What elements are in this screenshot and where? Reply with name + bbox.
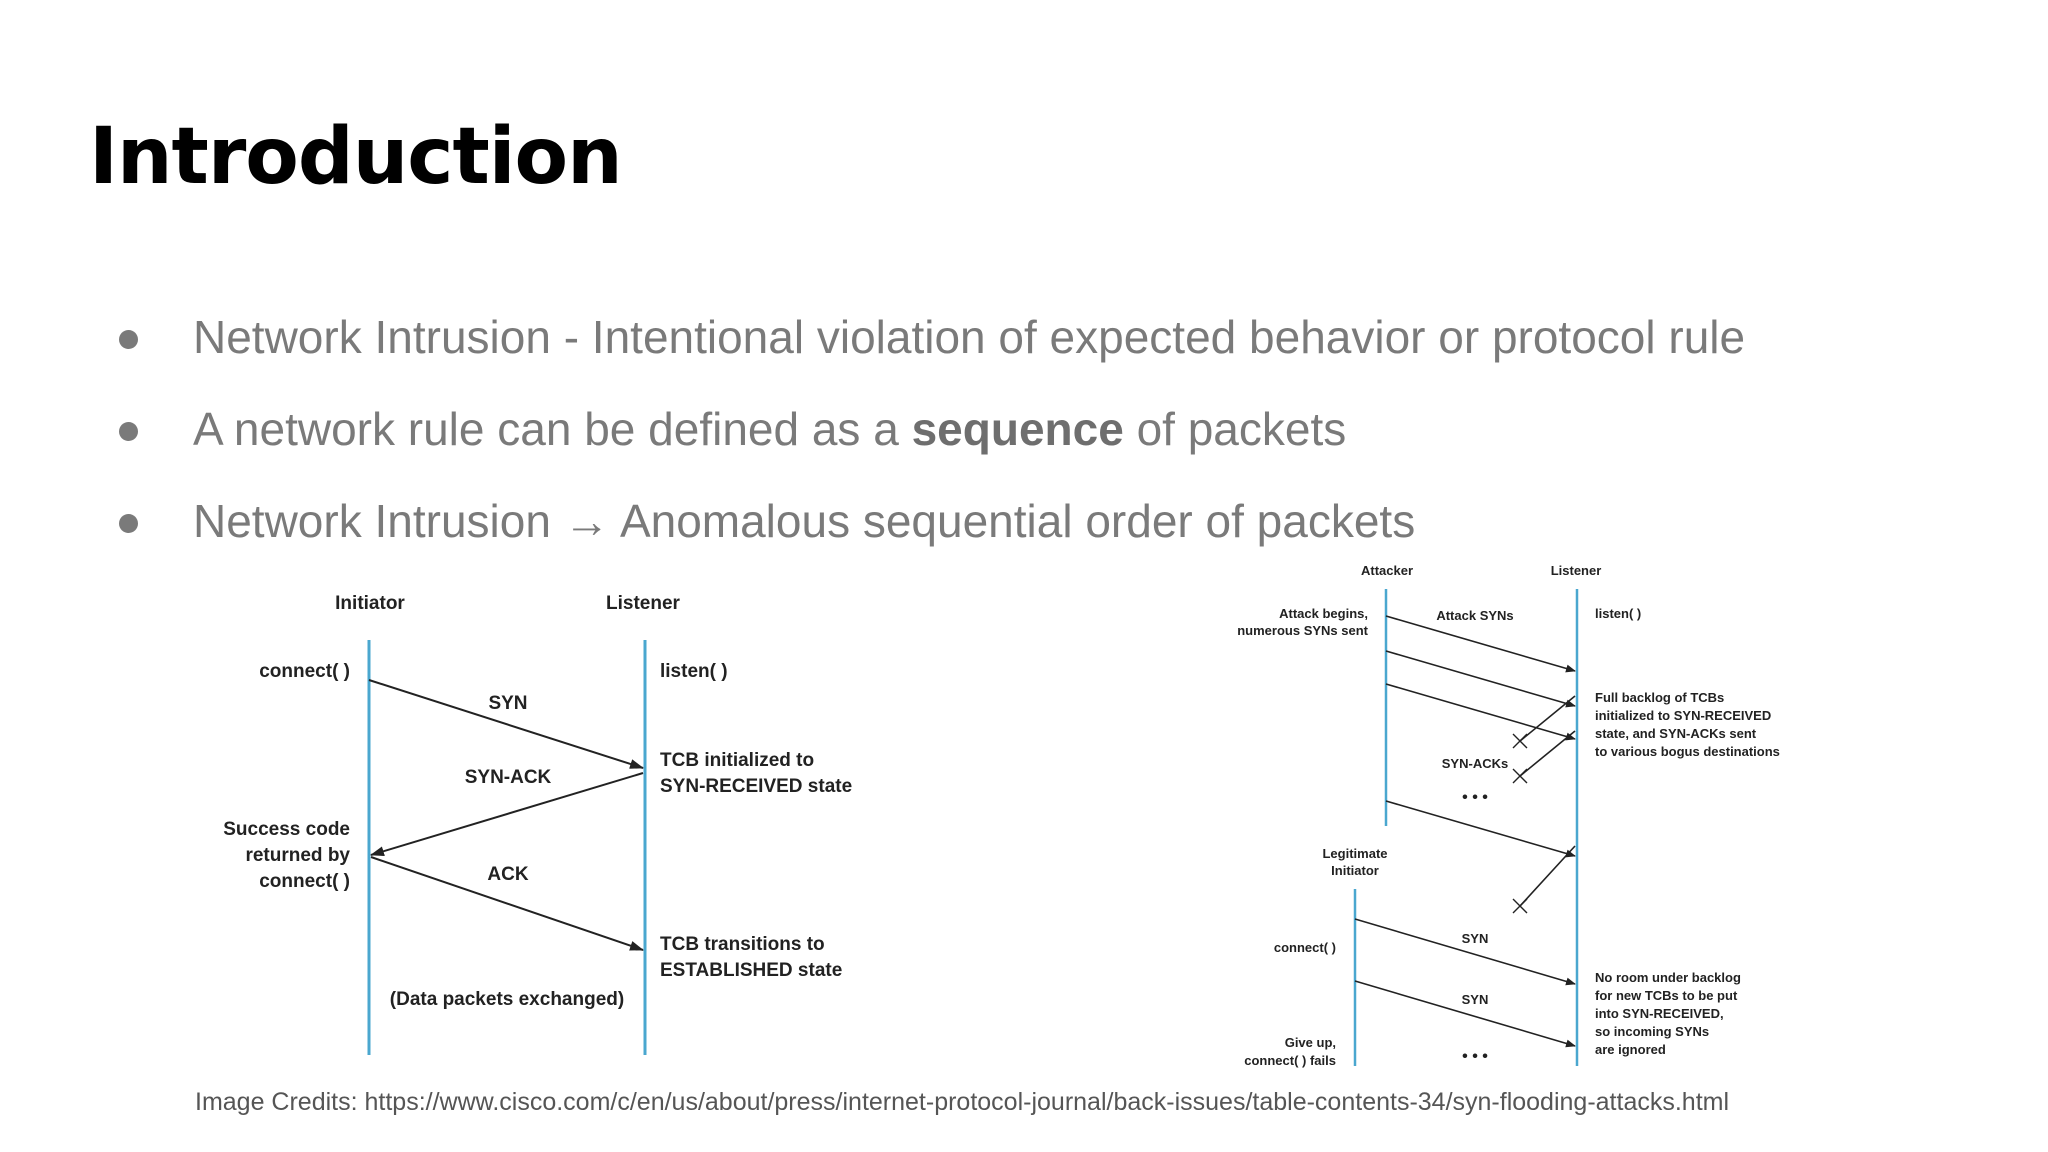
attack-syn-arrow — [1385, 615, 1576, 673]
syn-label-1: SYN — [1462, 931, 1489, 946]
noroom-line2: for new TCBs to be put — [1595, 988, 1738, 1003]
synack-bogus-arrow — [1519, 845, 1576, 907]
dropped-x-icon — [1512, 733, 1528, 749]
bullet-item: Network Intrusion - Intentional violatio… — [115, 292, 2015, 384]
bullet-text: Network Intrusion - Intentional violatio… — [193, 310, 1745, 364]
flood-listener-label: Listener — [1551, 563, 1602, 578]
bullet-dot-icon — [119, 422, 138, 441]
synacks-label: SYN-ACKs — [1442, 756, 1508, 771]
success-line3: connect( ) — [259, 871, 350, 892]
tcb-init-line1: TCB initialized to — [660, 750, 814, 771]
tcb-est-line2: ESTABLISHED state — [660, 960, 842, 981]
attack-begins-line1: Attack begins, — [1279, 606, 1368, 621]
synack-arrow — [370, 772, 644, 857]
success-line2: returned by — [245, 845, 350, 866]
noroom-line3: into SYN-RECEIVED, — [1595, 1006, 1724, 1021]
bullet-item: Network Intrusion → Anomalous sequential… — [115, 476, 2015, 568]
connect-label: connect( ) — [259, 661, 350, 682]
bullet-text-part: Network Intrusion → Anomalous sequential… — [193, 495, 1416, 547]
tcb-init-line2: SYN-RECEIVED state — [660, 776, 852, 797]
ellipsis-dots: • • • — [1462, 789, 1488, 806]
data-exchanged-label: (Data packets exchanged) — [390, 989, 624, 1010]
synack-bogus-arrow — [1519, 730, 1576, 777]
noroom-line1: No room under backlog — [1595, 970, 1741, 985]
ellipsis-dots-2: • • • — [1462, 1048, 1488, 1065]
success-line1: Success code — [223, 819, 350, 840]
legit-connect-label: connect( ) — [1274, 940, 1336, 955]
attack-begins-line2: numerous SYNs sent — [1237, 623, 1368, 638]
synack-bogus-arrow — [1519, 695, 1576, 742]
ack-arrow — [370, 856, 644, 951]
noroom-line5: are ignored — [1595, 1042, 1666, 1057]
bullet-text-part: Network Intrusion - Intentional violatio… — [193, 311, 1746, 363]
handshake-diagram: Initiator Listener connect( ) listen( ) … — [200, 570, 900, 1070]
giveup-line1: Give up, — [1285, 1035, 1336, 1050]
image-credits: Image Credits: https://www.cisco.com/c/e… — [195, 1088, 1730, 1116]
attack-syn-arrow — [1385, 683, 1576, 741]
synack-label: SYN-ACK — [465, 767, 552, 788]
slide-title: Introduction — [89, 112, 623, 202]
giveup-line2: connect( ) fails — [1244, 1053, 1336, 1068]
attack-syn-arrow — [1385, 650, 1576, 708]
syn-label-2: SYN — [1462, 992, 1489, 1007]
tcb-est-line1: TCB transitions to — [660, 934, 825, 955]
backlog-line4: to various bogus destinations — [1595, 744, 1780, 759]
bullet-text: A network rule can be defined as a seque… — [193, 402, 1346, 456]
bullet-text-part: A network rule can be defined as a — [193, 403, 912, 455]
attack-syns-label: Attack SYNs — [1436, 608, 1513, 623]
syn-flood-diagram: Attacker Listener Attack begins, numerou… — [1218, 556, 1818, 1076]
legit-initiator-line2: Initiator — [1331, 863, 1379, 878]
initiator-label: Initiator — [335, 593, 405, 614]
bullet-text-bold: sequence — [911, 403, 1124, 455]
dropped-x-icon — [1512, 768, 1528, 784]
backlog-line1: Full backlog of TCBs — [1595, 690, 1724, 705]
listen-label: listen( ) — [660, 661, 728, 682]
syn-flood-svg: Attacker Listener Attack begins, numerou… — [1237, 563, 1780, 1068]
attacker-label: Attacker — [1361, 563, 1413, 578]
bullet-list: Network Intrusion - Intentional violatio… — [115, 292, 2015, 568]
ack-label: ACK — [487, 864, 528, 885]
attack-syn-arrow — [1385, 800, 1576, 858]
handshake-svg: Initiator Listener connect( ) listen( ) … — [223, 593, 852, 1055]
flood-listen-label: listen( ) — [1595, 606, 1641, 621]
syn-arrow — [368, 679, 644, 769]
bullet-text-part: of packets — [1123, 403, 1347, 455]
legit-initiator-line1: Legitimate — [1322, 846, 1387, 861]
legit-syn-arrow — [1354, 980, 1576, 1048]
bullet-text: Network Intrusion → Anomalous sequential… — [193, 494, 1415, 548]
dropped-x-icon — [1512, 898, 1528, 914]
bullet-dot-icon — [119, 330, 138, 349]
bullet-item: A network rule can be defined as a seque… — [115, 384, 2015, 476]
backlog-line3: state, and SYN-ACKs sent — [1595, 726, 1757, 741]
legit-syn-arrow — [1354, 918, 1576, 986]
syn-label: SYN — [488, 693, 527, 714]
noroom-line4: so incoming SYNs — [1595, 1024, 1709, 1039]
listener-label: Listener — [606, 593, 681, 614]
bullet-dot-icon — [119, 514, 138, 533]
backlog-line2: initialized to SYN-RECEIVED — [1595, 708, 1771, 723]
